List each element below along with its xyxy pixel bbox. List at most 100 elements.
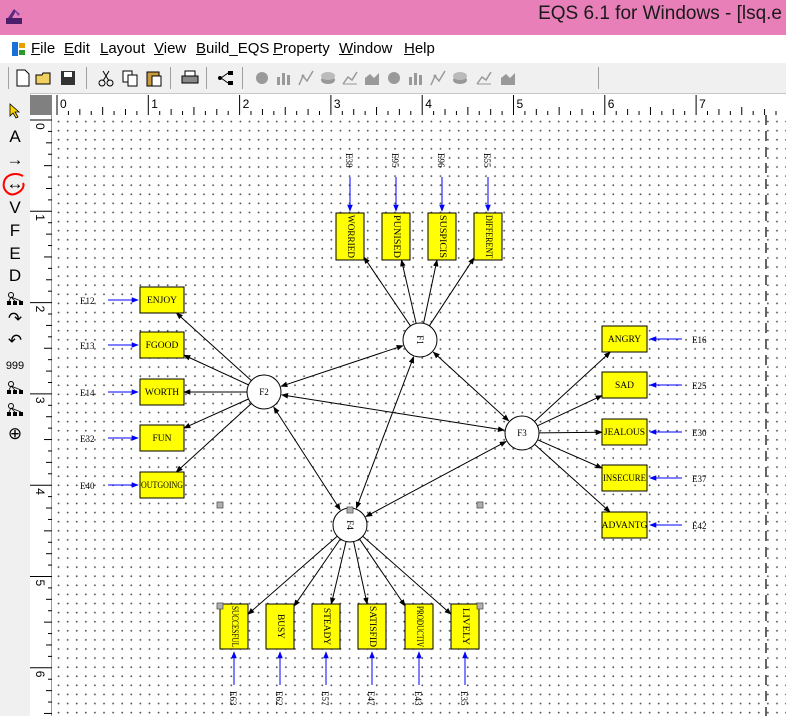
chart-icon-8[interactable] [406,68,426,88]
variable-box-left[interactable]: FGOOD [139,331,185,359]
loading-arrow[interactable] [183,398,249,429]
one-way-arrow-tool[interactable]: → [3,149,27,171]
loading-arrow[interactable] [353,541,369,605]
menu-view[interactable]: View [154,40,187,57]
loading-arrow[interactable] [537,395,603,427]
path-diagram[interactable]: WORRIED PUNISED SUSPICIS DIFFERENT ENJOY FGOO… [52,115,786,716]
pointer-tool[interactable] [3,100,27,122]
loading-arrow[interactable] [534,351,611,422]
chart-icon-5[interactable] [340,68,360,88]
e-error-tool[interactable]: E [3,243,27,265]
variable-box-right[interactable]: ANGRY [601,325,648,353]
selection-handle[interactable] [216,602,224,610]
variable-box-top[interactable]: SUSPICIS [427,212,457,261]
diagram-icon[interactable] [216,68,236,88]
model-tool-1[interactable] [3,377,27,399]
variable-box-top[interactable]: WORRIED [335,212,365,261]
loading-arrow[interactable] [363,256,411,327]
variable-box-bottom[interactable]: BUSY [265,603,295,650]
variable-box-left[interactable]: OUTGOING [139,471,185,499]
loading-arrow[interactable] [330,541,347,605]
chart-icon-10[interactable] [450,68,470,88]
cut-icon[interactable] [96,68,116,88]
covariance-arrow[interactable] [355,356,415,509]
text-tool[interactable]: A [3,126,27,148]
loading-arrow[interactable] [362,535,452,615]
selection-handle[interactable] [476,602,484,610]
loading-arrow[interactable] [400,259,417,324]
menu-build-eqs[interactable]: Build_EQS [196,40,270,57]
chart-icon-12[interactable] [498,68,518,88]
factor-f1[interactable]: F1 [402,322,438,358]
copy-icon[interactable] [120,68,140,88]
menu-edit[interactable]: Edit [64,40,90,57]
variable-box-right[interactable]: JEALOUS [601,418,648,446]
model-tool-2[interactable] [3,399,27,421]
rotate-clockwise-tool[interactable]: ↷ [3,308,27,330]
two-way-arrow-tool[interactable]: ↔ [2,173,27,196]
covariance-arrow[interactable] [432,351,510,422]
chart-icon-4[interactable] [318,68,338,88]
chart-icon-11[interactable] [474,68,494,88]
variable-box-bottom[interactable]: SATISFID [357,603,387,650]
factor-f2[interactable]: F2 [246,374,282,410]
save-icon[interactable] [58,68,78,88]
loading-arrow[interactable] [175,403,252,473]
chart-icon-3[interactable] [296,68,316,88]
covariance-arrow[interactable] [281,393,505,432]
menu-layout[interactable]: Layout [100,40,146,57]
print-icon[interactable] [180,68,200,88]
loading-arrow[interactable] [537,439,603,469]
value-tool[interactable]: 999 [3,355,27,377]
loading-arrow[interactable] [538,429,603,436]
variable-box-right[interactable]: INSECURE [601,464,648,492]
variable-box-right[interactable]: ADVANTG [601,511,648,539]
variable-box-bottom[interactable]: SUCCESFUL [219,603,249,650]
loading-arrow[interactable] [534,443,611,513]
loading-arrow[interactable] [423,259,439,324]
v-variable-tool[interactable]: V [3,197,27,219]
chart-icon-7[interactable] [384,68,404,88]
variable-box-top[interactable]: PUNISED [381,212,411,261]
menu-window[interactable]: Window [339,40,393,57]
chart-icon-2[interactable] [274,68,294,88]
rotate-counterclockwise-tool[interactable]: ↶ [3,330,27,352]
chart-icon-6[interactable] [362,68,382,88]
variable-box-top[interactable]: DIFFERENT [473,212,503,261]
diagram-canvas[interactable]: WORRIED PUNISED SUSPICIS DIFFERENT ENJOY FGOO… [52,115,786,716]
paste-icon[interactable] [144,68,164,88]
variable-box-bottom[interactable]: LIVELY [450,603,480,650]
loading-arrow[interactable] [428,257,475,327]
selection-handle[interactable] [346,506,354,514]
variable-box-left[interactable]: FUN [139,424,185,452]
new-icon[interactable] [13,68,33,88]
f-factor-tool[interactable]: F [3,220,27,242]
selection-handle[interactable] [476,501,484,509]
open-icon[interactable] [34,68,54,88]
menu-file[interactable]: File [31,40,56,57]
menu-property[interactable]: Property [273,40,330,57]
covariance-arrow[interactable] [280,345,404,387]
loading-arrow[interactable] [247,535,338,615]
eqs-app-icon[interactable] [4,6,24,26]
covariance-arrow[interactable] [365,441,507,517]
covariance-arrow[interactable] [273,406,341,511]
menu-help[interactable]: Help [404,40,435,57]
loading-arrow[interactable] [175,312,252,381]
document-icon[interactable] [11,41,27,57]
chart-icon-1[interactable] [252,68,272,88]
loading-arrow[interactable] [359,538,406,607]
loading-arrow[interactable] [183,354,249,386]
variable-box-bottom[interactable]: PRODUCTIV [404,603,434,650]
selection-handle[interactable] [216,501,224,509]
crosshair-tool[interactable]: ⊕ [3,423,27,445]
factor-f3[interactable]: F3 [504,415,540,451]
factor-structure-tool[interactable] [3,288,27,310]
variable-box-right[interactable]: SAD [601,371,648,399]
variable-box-left[interactable]: WORTH [139,378,185,406]
d-disturbance-tool[interactable]: D [3,265,27,287]
loading-arrow[interactable] [293,538,341,607]
variable-box-bottom[interactable]: STEADY [311,603,341,650]
chart-icon-9[interactable] [428,68,448,88]
variable-box-left[interactable]: ENJOY [139,286,185,314]
